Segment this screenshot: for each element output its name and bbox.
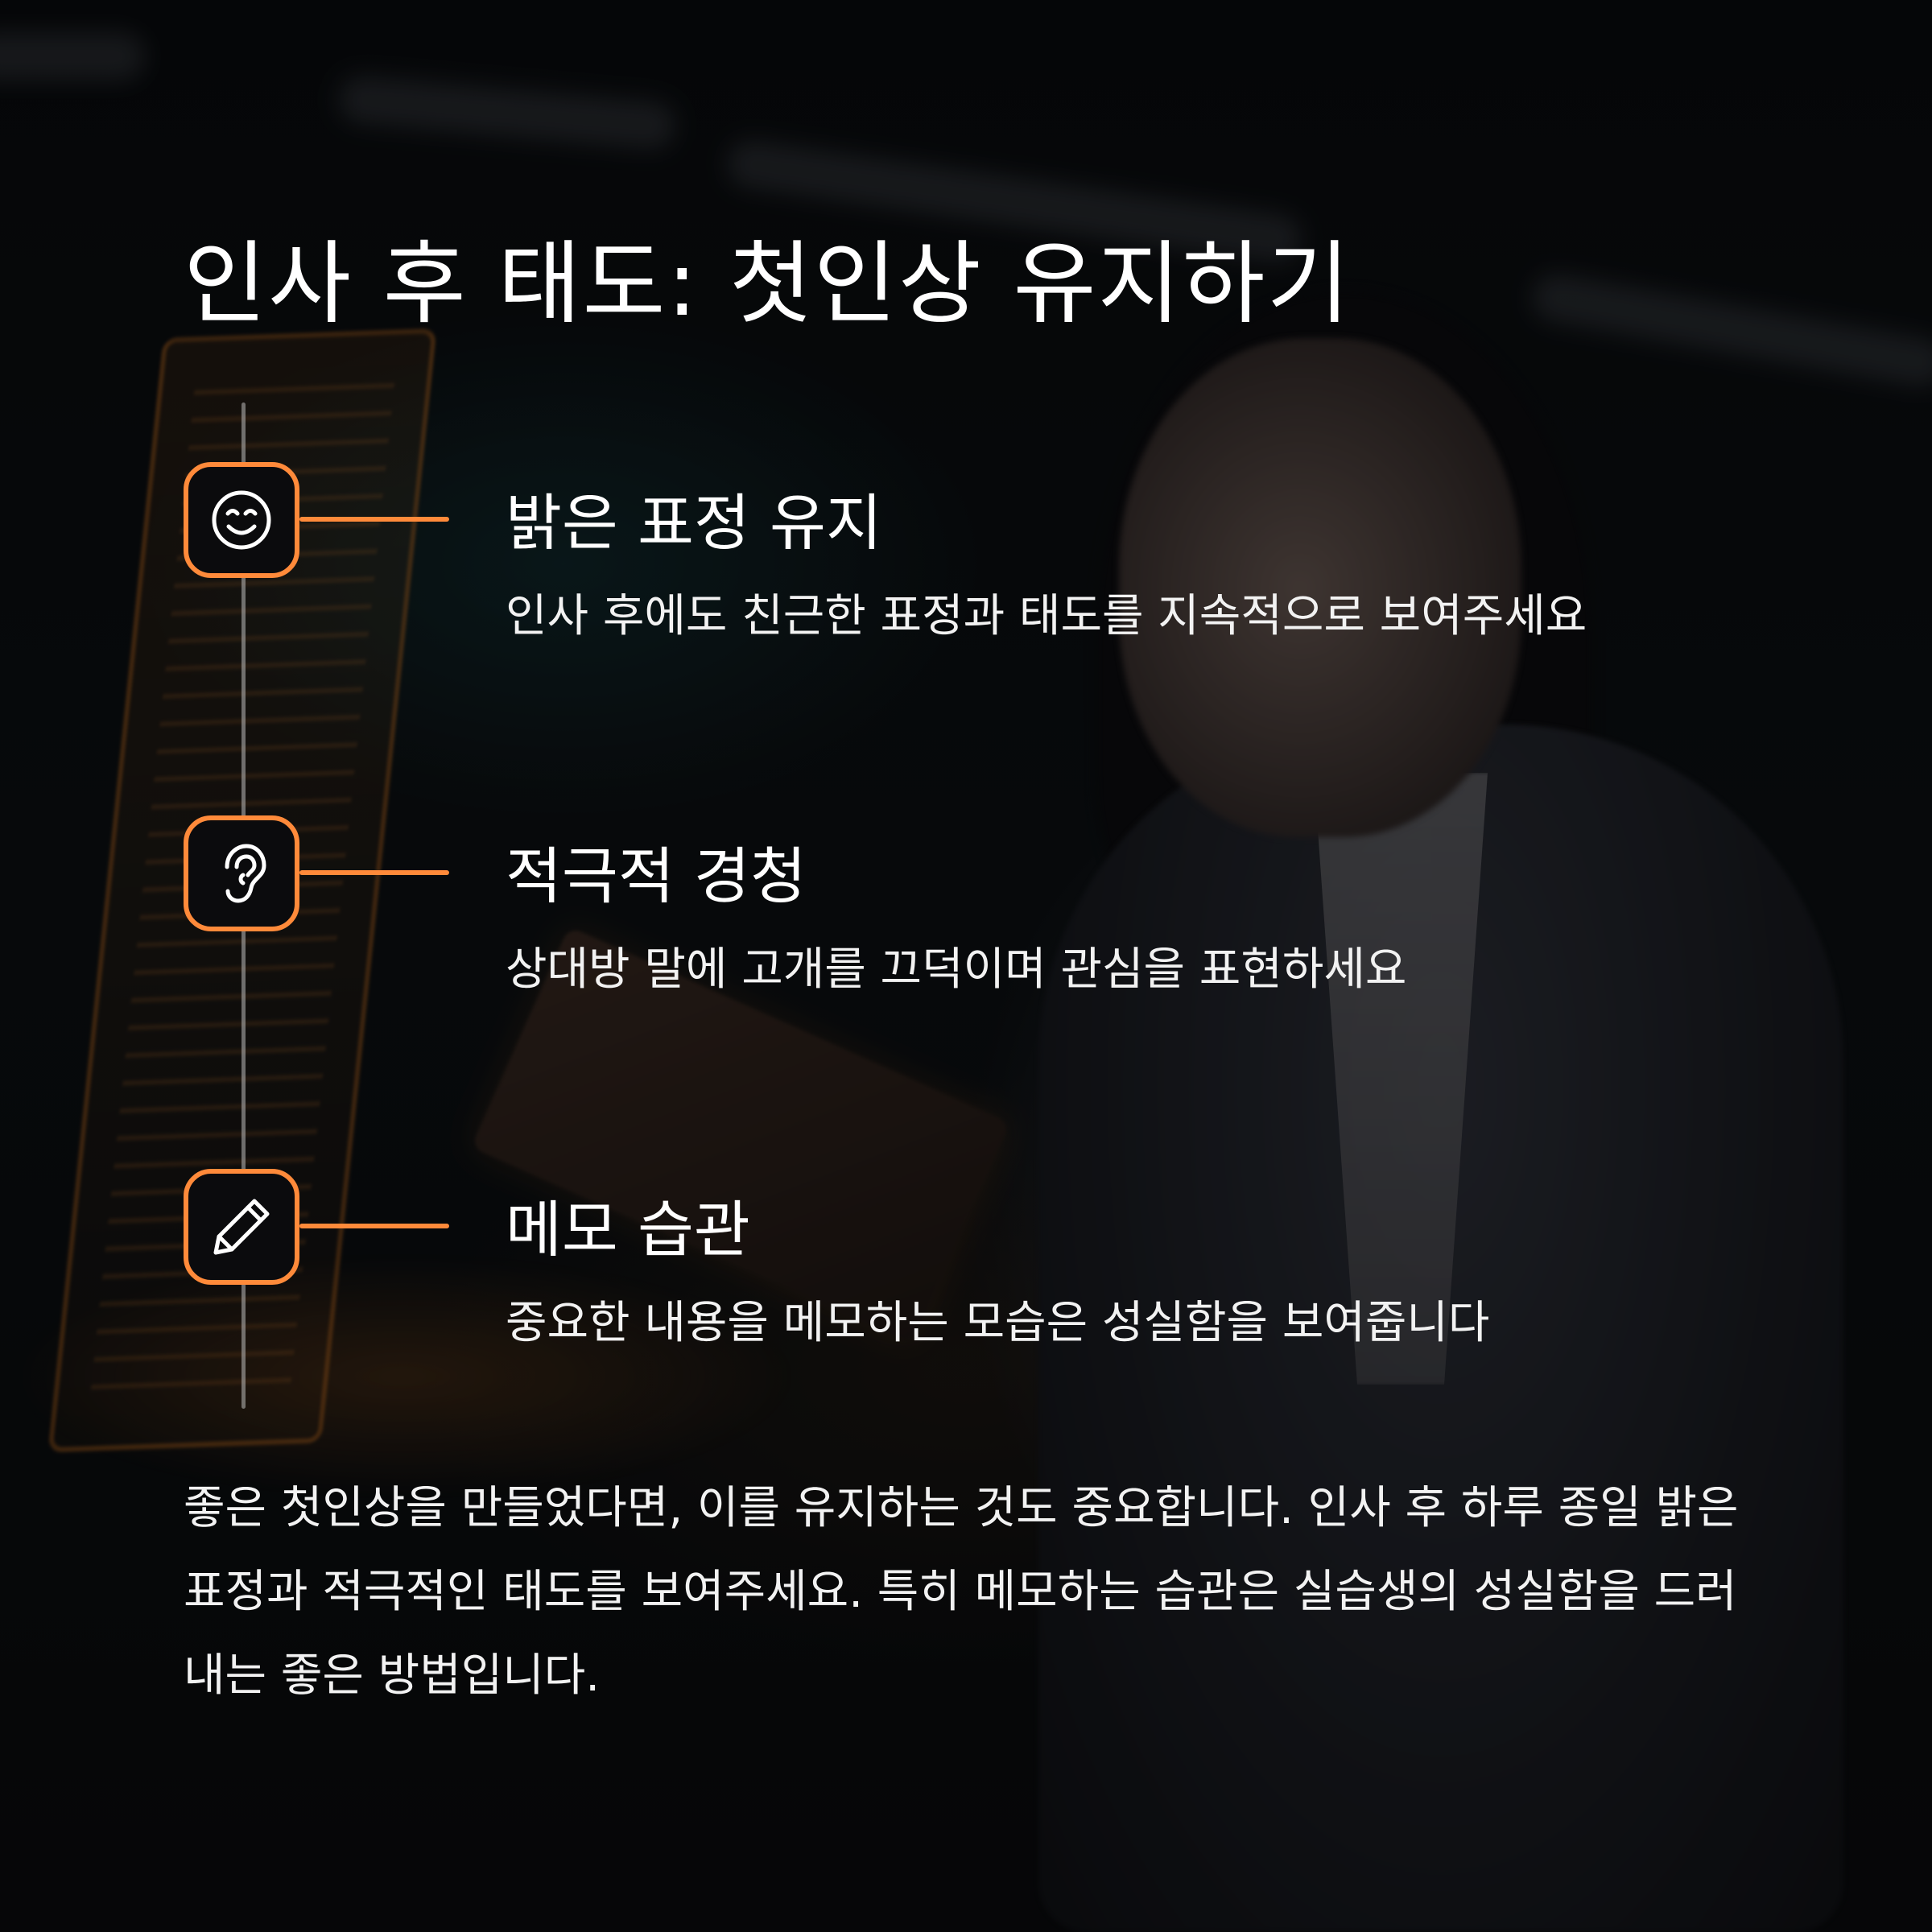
item-heading: 메모 습관 [506,1194,750,1265]
pencil-icon [184,1169,299,1285]
page-title: 인사 후 태도: 첫인상 유지하기 [184,232,1352,336]
timeline-connector [299,870,449,875]
timeline-connector [299,517,449,522]
ceiling-light [0,32,145,80]
smile-icon [184,462,299,578]
timeline-item-memo-habit: 메모 습관 중요한 내용을 메모하는 모습은 성실함을 보여줍니다 [0,1169,1932,1349]
item-description: 인사 후에도 친근한 표정과 태도를 지속적으로 보여주세요 [506,590,1587,642]
item-description: 상대방 말에 고개를 끄덕이며 관심을 표현하세요 [506,943,1407,996]
timeline-connector [299,1224,449,1228]
item-heading: 밝은 표정 유지 [506,487,882,559]
item-heading: 적극적 경청 [506,840,807,912]
item-description: 중요한 내용을 메모하는 모습은 성실함을 보여줍니다 [506,1297,1490,1349]
timeline-item-active-listening: 적극적 경청 상대방 말에 고개를 끄덕이며 관심을 표현하세요 [0,815,1932,996]
background-person-head [1119,338,1521,837]
timeline-item-bright-expression: 밝은 표정 유지 인사 후에도 친근한 표정과 태도를 지속적으로 보여주세요 [0,462,1932,642]
ear-icon [184,815,299,931]
summary-paragraph: 좋은 첫인상을 만들었다면, 이를 유지하는 것도 중요합니다. 인사 후 하루… [184,1482,1739,1702]
